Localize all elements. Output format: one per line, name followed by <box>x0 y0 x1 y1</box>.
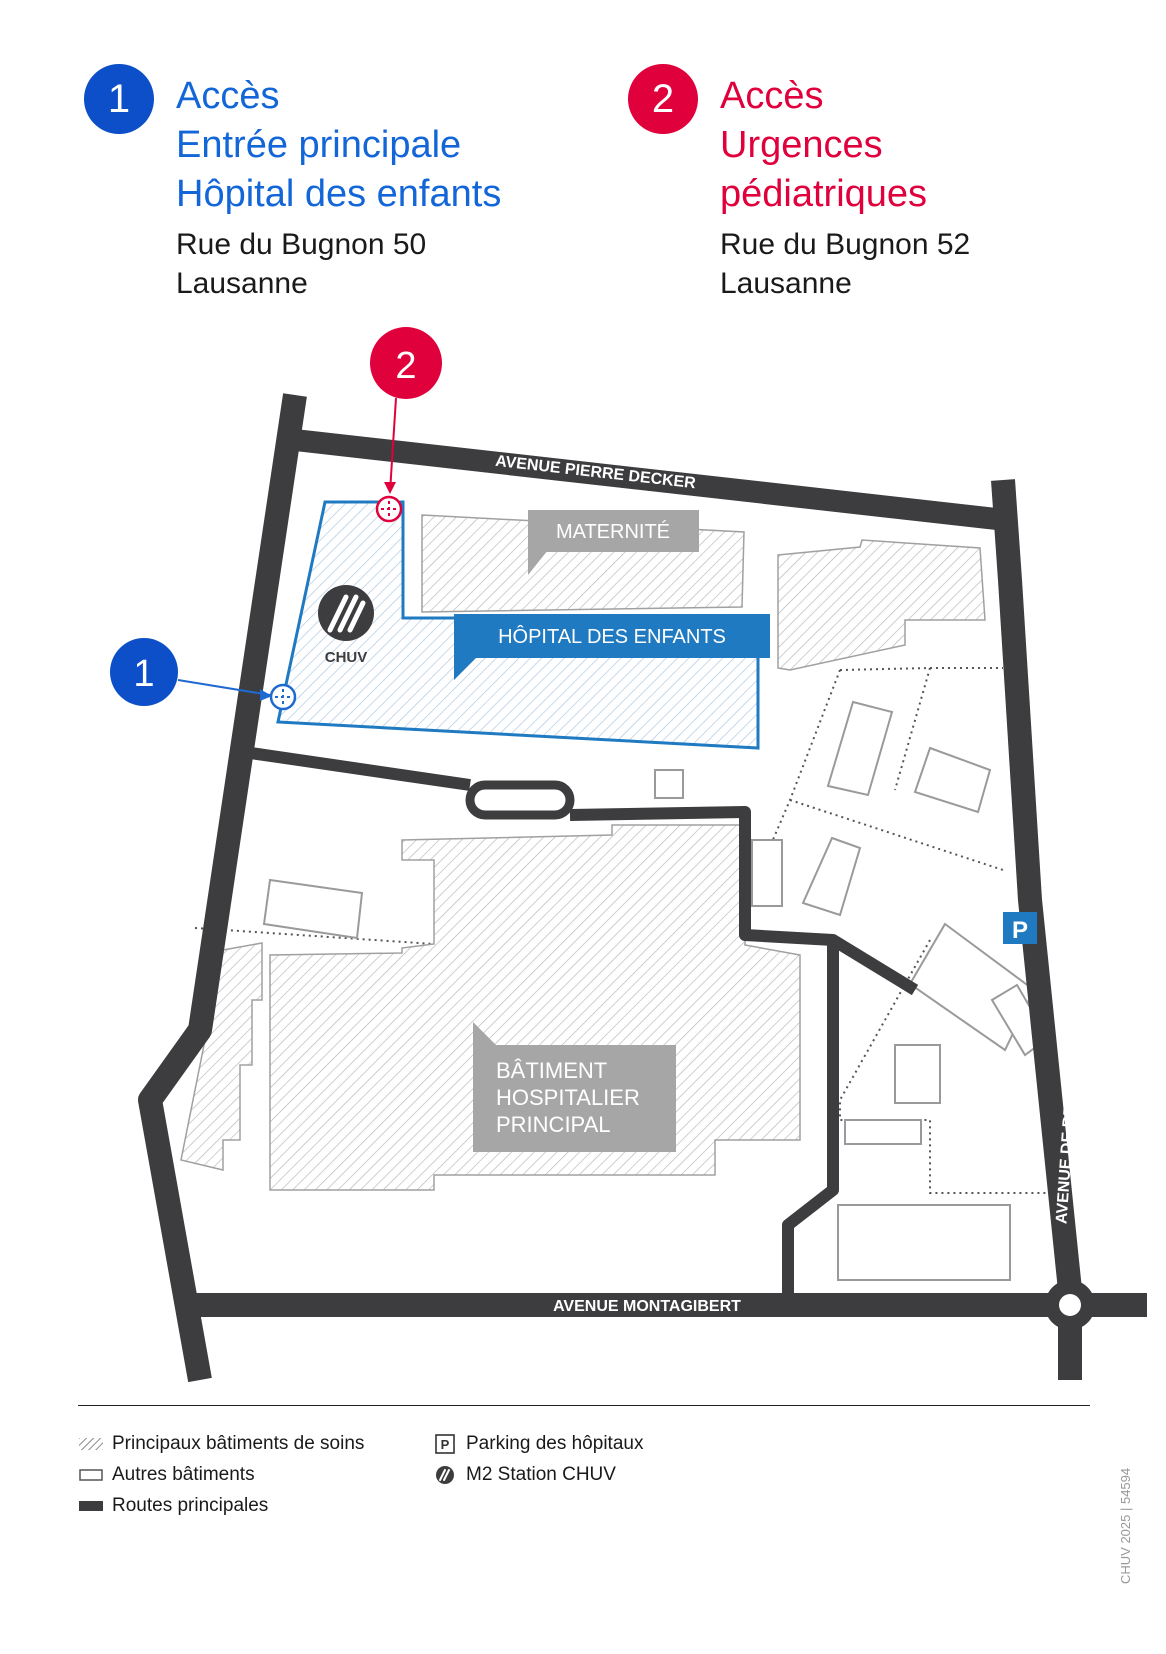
outline-swatch-icon <box>78 1466 104 1484</box>
svg-text:P: P <box>441 1437 450 1452</box>
parking-icon: P <box>1003 912 1037 944</box>
access-2-title-line3: pédiatriques <box>720 173 928 215</box>
label-batiment-principal: BÂTIMENT HOSPITALIER PRINCIPAL <box>473 1022 676 1152</box>
care-building-east <box>777 539 986 671</box>
other-building <box>654 769 684 799</box>
other-building <box>826 700 894 797</box>
legend-label-care-buildings: Principaux bâtiments de soins <box>112 1432 365 1454</box>
care-building-west <box>180 942 263 1171</box>
access-1-title-line2: Entrée principale <box>176 124 462 166</box>
map-marker-1: 1 <box>110 638 297 711</box>
legend-label-parking: Parking des hôpitaux <box>466 1432 644 1454</box>
legend-divider <box>78 1405 1090 1406</box>
legend-item-main-roads: Routes principales <box>78 1490 364 1521</box>
label-maternite-text: MATERNITÉ <box>556 520 670 543</box>
road-internal-south <box>782 940 839 1305</box>
hatch-swatch-icon <box>78 1435 104 1453</box>
access-1-address-line1: Rue du Bugnon 50 <box>176 228 427 261</box>
legend-item-care-buildings: Principaux bâtiments de soins <box>78 1428 364 1459</box>
legend-item-parking: P Parking des hôpitaux <box>432 1428 643 1459</box>
road-internal-north <box>229 744 471 791</box>
map-marker-1-number: 1 <box>133 653 154 695</box>
access-2-title-line2: Urgences <box>720 124 883 166</box>
metro-legend-icon <box>432 1465 458 1484</box>
parking-legend-icon: P <box>432 1433 458 1454</box>
label-batiment-line3: PRINCIPAL <box>496 1112 611 1137</box>
road-avenue-pierre-decker <box>293 429 1007 531</box>
access-2-address-line1: Rue du Bugnon 52 <box>720 228 971 261</box>
parking-symbol: P <box>1012 917 1028 944</box>
roads <box>138 393 1147 1383</box>
other-building <box>894 1044 941 1104</box>
access-1-address-line2: Lausanne <box>176 267 308 300</box>
other-building <box>913 746 992 814</box>
access-2-badge: 2 <box>628 64 698 134</box>
road-swatch-icon <box>78 1497 104 1515</box>
m2-station-icon <box>318 585 374 641</box>
campus-map: AVENUE PIERRE DECKER RUE DU BUGNON AVENU… <box>110 327 1147 1383</box>
label-hopital-des-enfants-text: HÔPITAL DES ENFANTS <box>498 625 726 648</box>
access-1-title-line1: Accès <box>176 75 280 117</box>
map-marker-2-number: 2 <box>395 345 416 387</box>
footpaths <box>194 667 1050 1194</box>
street-label-montagibert: AVENUE MONTAGIBERT <box>553 1298 741 1315</box>
access-1-badge: 1 <box>84 64 154 134</box>
access-2-address-line2: Lausanne <box>720 267 852 300</box>
station-label-chuv: CHUV <box>325 649 368 666</box>
other-building <box>751 839 783 907</box>
legend-item-station: M2 Station CHUV <box>432 1459 643 1490</box>
legend-label-station: M2 Station CHUV <box>466 1463 616 1485</box>
access-1-title-line3: Hôpital des enfants <box>176 173 502 215</box>
other-buildings <box>262 700 1050 1281</box>
legend-item-other-buildings: Autres bâtiments <box>78 1459 364 1490</box>
road-roundabout-loop <box>465 780 575 820</box>
legend-column-2: P Parking des hôpitaux M2 Station CHUV <box>432 1428 643 1490</box>
legend-label-main-roads: Routes principales <box>112 1494 269 1516</box>
label-batiment-line1: BÂTIMENT <box>496 1058 607 1083</box>
map-marker-2: 2 <box>370 327 442 523</box>
other-building <box>844 1119 922 1145</box>
legend-column-1: Principaux bâtiments de soins Autres bât… <box>78 1428 364 1521</box>
other-building <box>837 1204 1011 1281</box>
road-internal-east <box>569 806 919 996</box>
access-2-title-line1: Accès <box>720 75 824 117</box>
label-maternite: MATERNITÉ <box>528 510 699 575</box>
street-label-pierre-decker: AVENUE PIERRE DECKER <box>494 453 697 492</box>
other-building <box>801 836 862 917</box>
road-rue-du-bugnon <box>138 393 307 1383</box>
legend-label-other-buildings: Autres bâtiments <box>112 1463 255 1485</box>
other-building <box>262 878 364 940</box>
label-batiment-line2: HOSPITALIER <box>496 1085 640 1110</box>
document-code: CHUV 2025 | 54594 <box>1118 1467 1133 1584</box>
label-hopital-des-enfants: HÔPITAL DES ENFANTS <box>454 614 770 680</box>
roundabout-center <box>1059 1294 1081 1316</box>
